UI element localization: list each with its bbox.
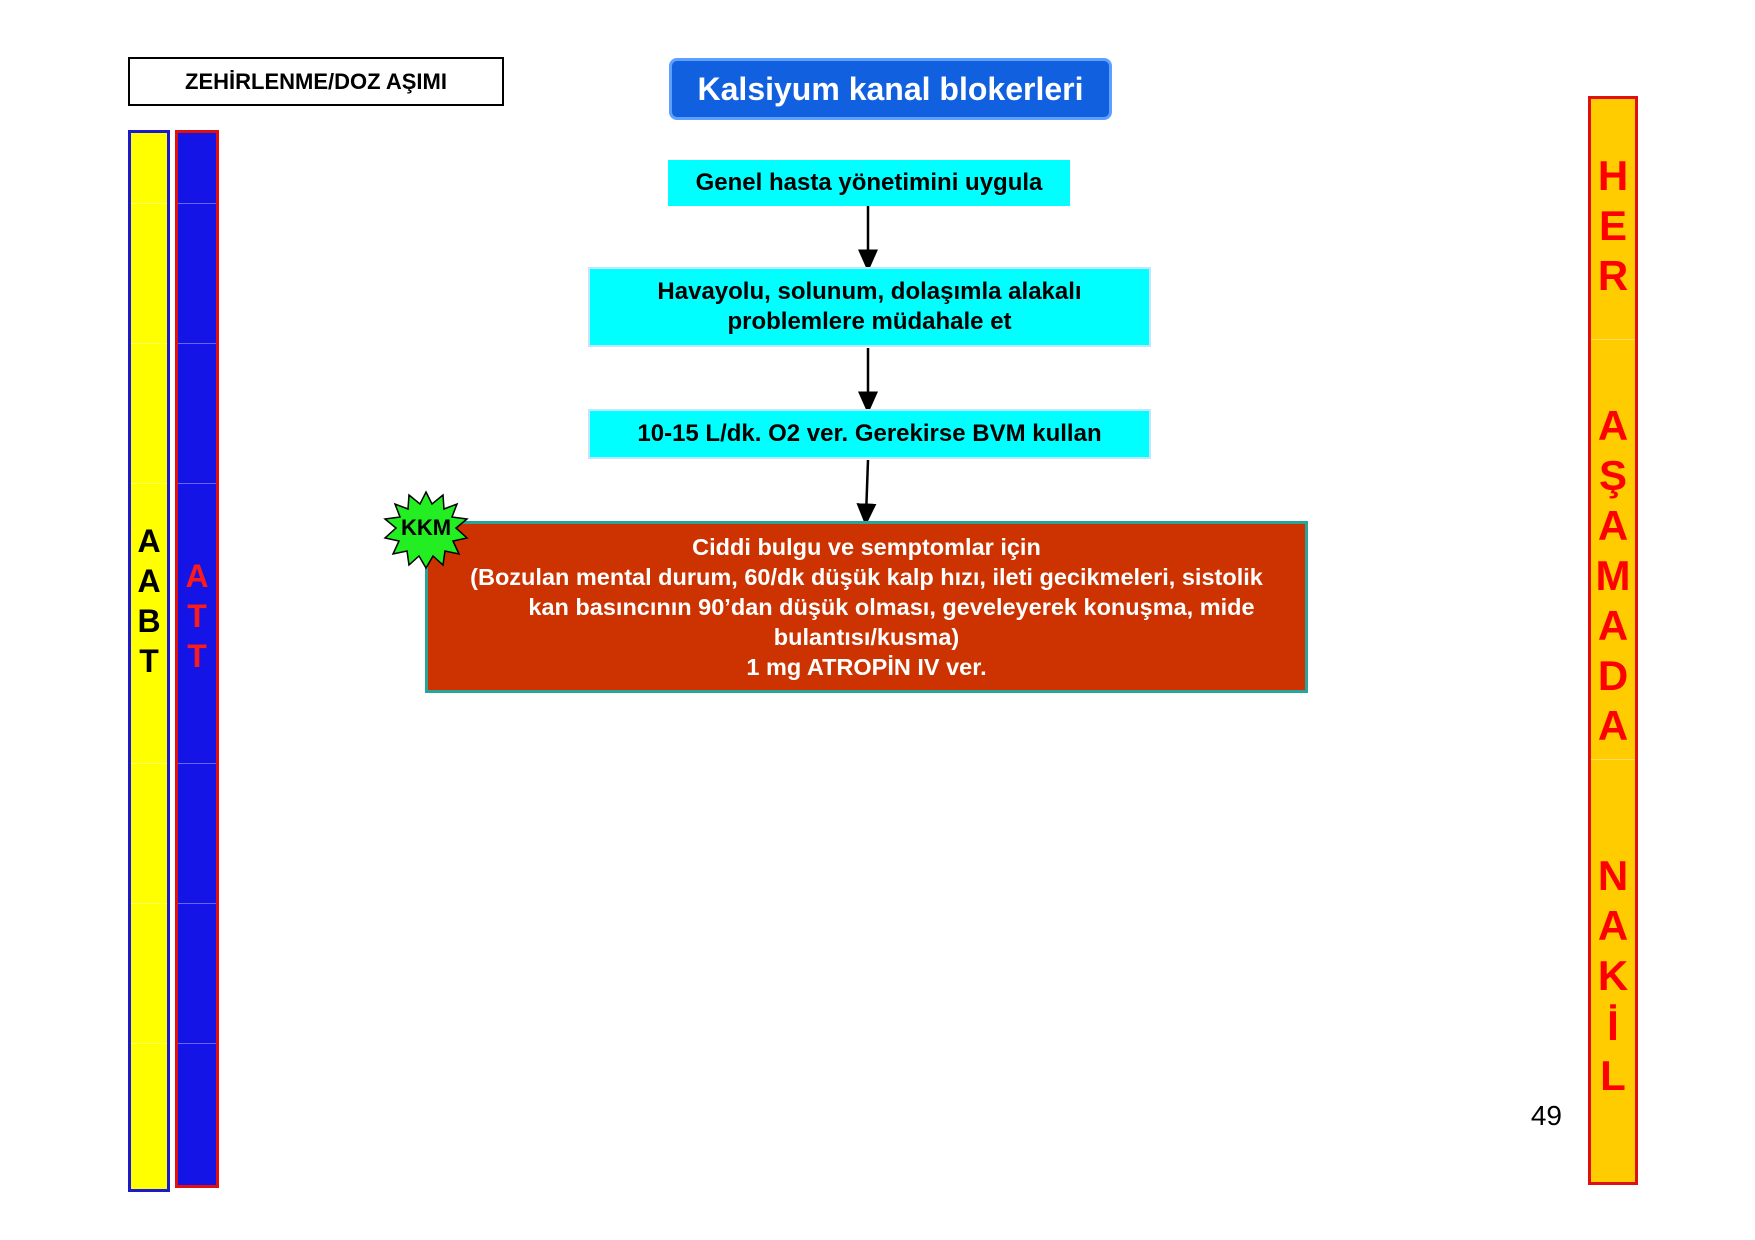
her-letter: H	[1597, 152, 1629, 199]
page-number: 49	[1530, 1100, 1562, 1131]
kkm-badge-label: KKM	[400, 515, 452, 540]
step4-line: bulantısı/kusma)	[773, 624, 960, 650]
her-letter: A	[1597, 702, 1629, 749]
her-asamada-nakil-letters: H E R A Ş A M A D A N A K İ L	[1588, 155, 1638, 1105]
step-oxygen: 10-15 L/dk. O2 ver. Gerekirse BVM kullan	[588, 409, 1151, 459]
abt-letter: A	[137, 563, 161, 599]
her-letter: Ş	[1598, 452, 1627, 499]
step2-line: Havayolu, solunum, dolaşımla alakalı	[657, 278, 1082, 305]
her-letter: M	[1595, 552, 1631, 599]
step4-line: 1 mg ATROPİN IV ver.	[746, 654, 987, 680]
her-letter: İ	[1607, 1002, 1619, 1049]
her-letter: A	[1597, 902, 1629, 949]
her-letter: A	[1597, 602, 1629, 649]
abt-letter: B	[137, 603, 161, 639]
abt-letter: A	[137, 523, 161, 559]
step-general-management: Genel hasta yönetimini uygula	[668, 160, 1070, 206]
att-side-bar	[175, 130, 219, 1188]
step4-line: kan basıncının 90’dan düşük olması, geve…	[528, 594, 1255, 620]
step2-line: problemlere müdahale et	[727, 308, 1012, 335]
step-airway-breathing: Havayolu, solunum, dolaşımla alakalı pro…	[588, 267, 1151, 347]
her-letter: L	[1600, 1052, 1626, 1099]
her-letter: A	[1597, 402, 1629, 449]
arrow-step3-step4	[856, 459, 877, 526]
abt-side-bar	[128, 130, 170, 1192]
her-letter: E	[1598, 202, 1627, 249]
page-title: Kalsiyum kanal blokerleri	[669, 58, 1112, 120]
her-letter: A	[1597, 502, 1629, 549]
abt-letters: A A B T	[128, 525, 170, 685]
att-letter: A	[185, 558, 209, 594]
kkm-starburst-icon	[383, 490, 469, 570]
step4-line: Ciddi bulgu ve semptomlar için	[692, 534, 1041, 560]
her-letter: R	[1597, 252, 1629, 299]
her-letter: K	[1597, 952, 1629, 999]
step-atropine: Ciddi bulgu ve semptomlar için (Bozulan …	[425, 521, 1308, 693]
step4-line: (Bozulan mental durum, 60/dk düşük kalp …	[470, 564, 1263, 590]
her-letter: D	[1597, 652, 1629, 699]
section-header: ZEHİRLENME/DOZ AŞIMI	[128, 57, 504, 106]
abt-letter: T	[139, 643, 159, 679]
att-letters: A T T	[175, 560, 219, 680]
her-letter: N	[1597, 852, 1629, 899]
att-letter: T	[187, 598, 207, 634]
her-asamada-nakil-bar	[1588, 96, 1638, 1185]
att-letter: T	[187, 638, 207, 674]
